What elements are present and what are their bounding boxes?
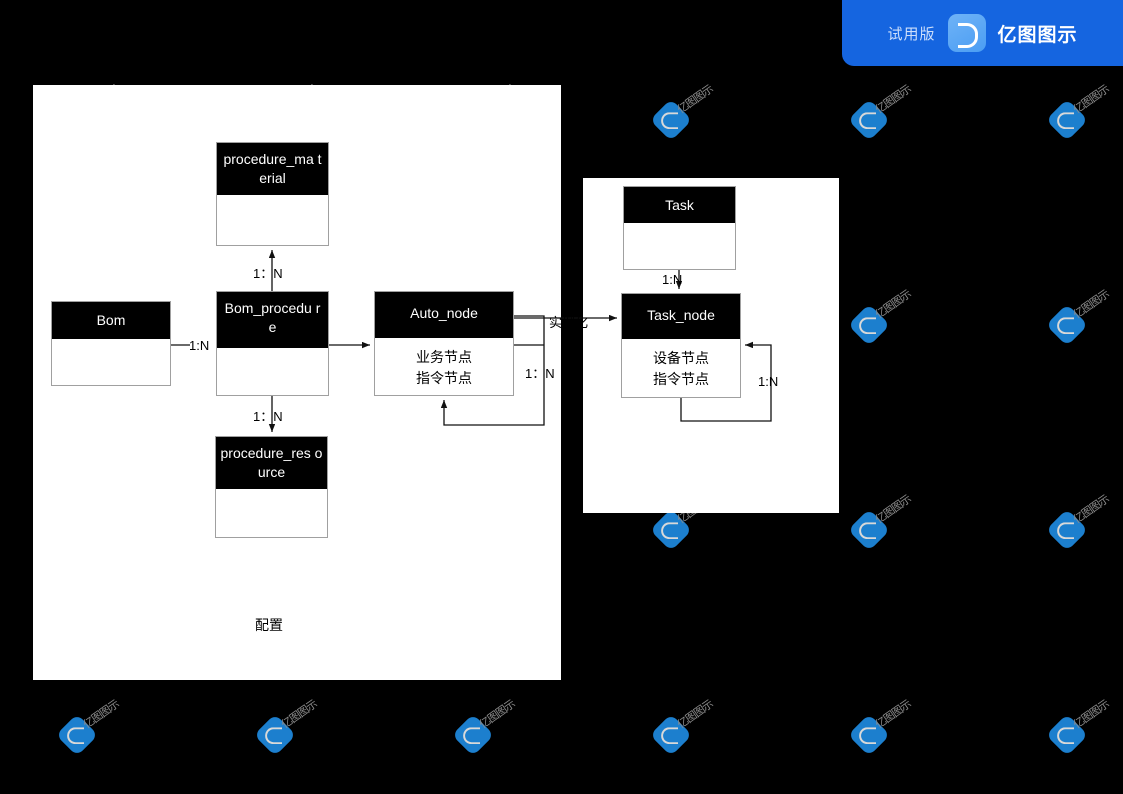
brand-name: 亿图图示 xyxy=(997,24,1078,46)
entity-title: Bom xyxy=(52,302,170,339)
entity-body xyxy=(217,195,328,245)
edge-label-task-tasknode: 1:N xyxy=(662,272,683,287)
entity-body xyxy=(216,489,327,537)
entity-title: Task_node xyxy=(622,294,740,339)
trial-label: 试用版 xyxy=(887,25,936,43)
entity-body xyxy=(52,339,170,385)
entity-procedure-material[interactable]: procedure_ma terial xyxy=(216,142,329,246)
entity-bom[interactable]: Bom xyxy=(51,301,171,386)
entity-body xyxy=(217,348,328,395)
edge-tasknode-self xyxy=(680,341,772,422)
edge-label-bomprocedure-procedurematerial: 1：N xyxy=(253,266,283,281)
edge-label-autonode-self: 1：N xyxy=(525,366,555,381)
entity-body xyxy=(624,223,735,269)
edge-label-bomprocedure-procedureresource: 1：N xyxy=(253,409,283,424)
edge-label-instantiate: 实例化 xyxy=(549,315,589,330)
edge-autonode-self xyxy=(440,315,545,426)
edge-label-bom-bomprocedure: 1:N xyxy=(189,338,210,353)
edge-label-tasknode-self: 1:N xyxy=(758,374,779,389)
entity-body: 业务节点 指令节点 xyxy=(416,349,472,386)
group-label-config: 配置 xyxy=(255,617,283,633)
entity-auto-node[interactable]: Auto_node 业务节点 指令节点 xyxy=(374,291,514,396)
entity-body: 设备节点 指令节点 xyxy=(653,350,709,387)
entity-title: Bom_procedu re xyxy=(217,292,328,348)
entity-task[interactable]: Task xyxy=(623,186,736,270)
entity-procedure-resource[interactable]: procedure_res ource xyxy=(215,436,328,538)
entity-bom-procedure[interactable]: Bom_procedu re xyxy=(216,291,329,396)
entity-title: procedure_ma terial xyxy=(217,143,328,195)
edraw-logo-icon xyxy=(947,14,986,52)
trial-banner[interactable]: 试用版 亿图图示 xyxy=(842,0,1123,66)
entity-title: Auto_node xyxy=(375,292,513,338)
entity-title: procedure_res ource xyxy=(216,437,327,489)
entity-task-node[interactable]: Task_node 设备节点 指令节点 xyxy=(621,293,741,398)
entity-title: Task xyxy=(624,187,735,223)
